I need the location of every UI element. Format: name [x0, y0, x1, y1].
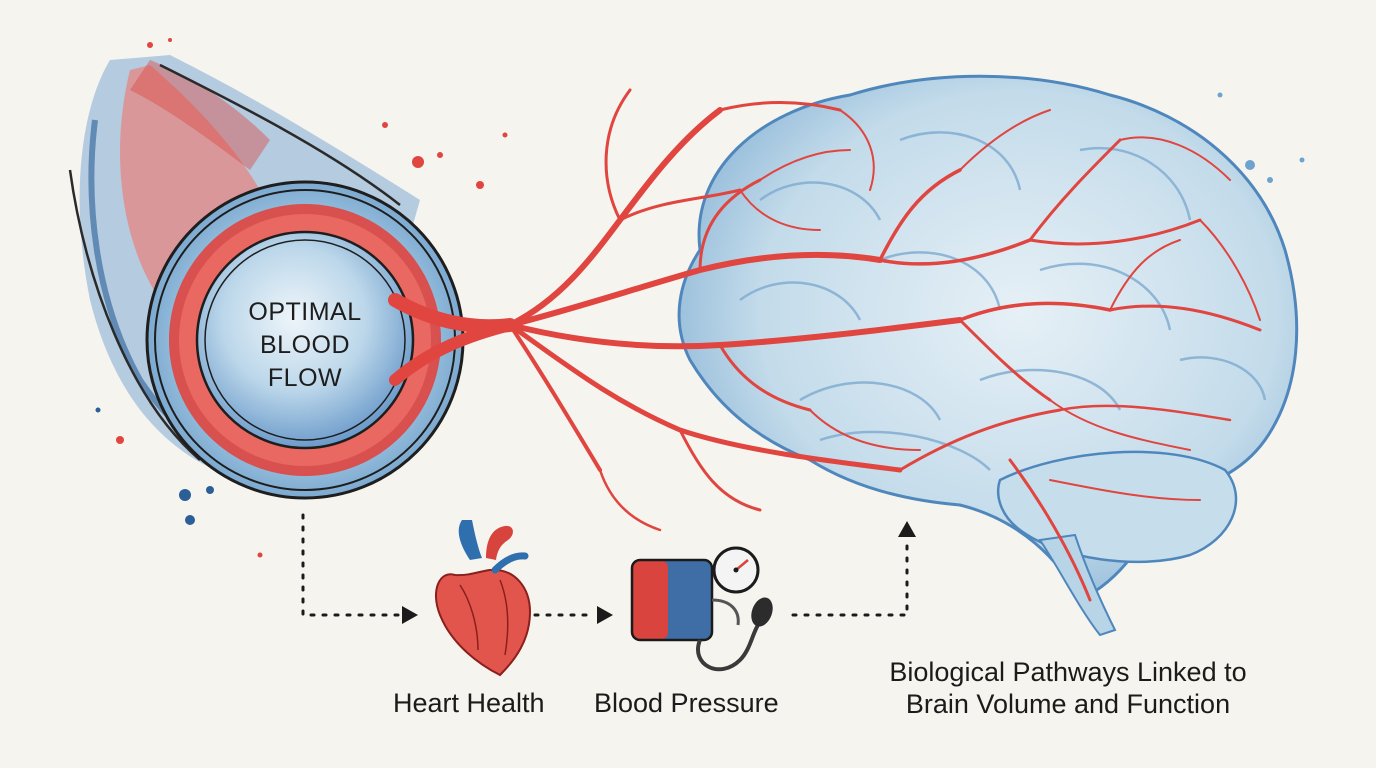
arrow-head-bp [597, 606, 613, 624]
watercolor-splatter [95, 38, 1305, 558]
arrow-head-heart [402, 606, 418, 624]
arrow-bp-to-brain [791, 538, 909, 617]
heart-health-label: Heart Health [393, 688, 545, 718]
heart-icon [435, 520, 532, 677]
vessel-label-line-1: OPTIMAL [248, 298, 362, 326]
blood-pressure-label: Blood Pressure [594, 688, 779, 718]
arrow-head-brain [898, 521, 916, 537]
vessel-label: OPTIMAL BLOOD FLOW [205, 296, 405, 395]
outcome-label: Biological Pathways Linked to Brain Volu… [858, 656, 1278, 720]
blood-pressure-cuff-icon [630, 546, 773, 672]
artery-network [388, 88, 1262, 602]
vessel-label-line-2: BLOOD [259, 331, 351, 359]
arrow-vessel-to-heart [301, 513, 402, 617]
outcome-label-line-2: Brain Volume and Function [905, 689, 1231, 719]
brain-icon [677, 74, 1299, 637]
blood-vessel [68, 55, 465, 500]
flow-arrows [301, 513, 916, 624]
outcome-label-line-1: Biological Pathways Linked to [889, 657, 1247, 687]
vessel-label-line-3: FLOW [267, 364, 343, 392]
